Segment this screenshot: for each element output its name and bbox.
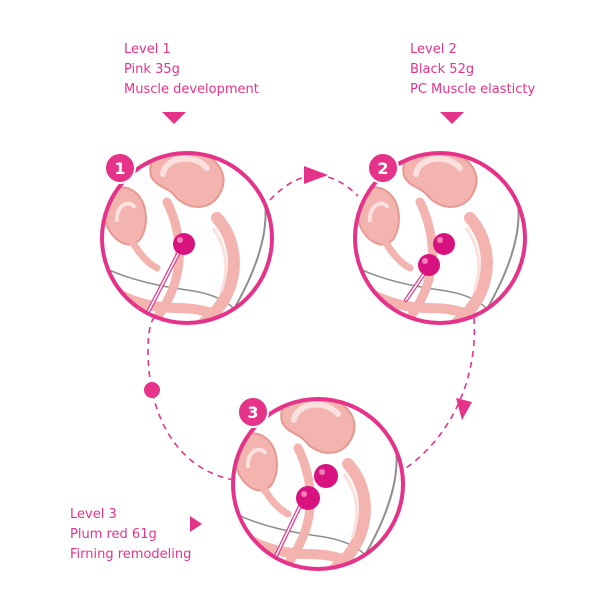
level-2-ball-upper [433,233,455,255]
level-2-badge [367,152,399,184]
level-3-detail: Plum red 61g [70,527,157,542]
arrow-right-icon [304,166,328,184]
level-3-frame [231,397,405,571]
connector-1-to-2 [269,174,359,201]
level-3-title: Level 3 [70,507,117,522]
level-1-badge [104,152,136,184]
level-1-detail: Pink 35g [124,62,180,77]
dot-marker-icon [144,382,160,398]
level-2-label: Level 2 Black 52g PC Muscle elasticty [410,40,535,100]
level-2-title: Level 2 [410,42,457,57]
level-3-badge-number: 3 [247,403,258,422]
level-3-ball-lower [296,486,320,510]
level-1-title: Level 1 [124,42,171,57]
level-2-panel: 2 [353,151,527,325]
level-2-detail: Black 52g [410,62,475,77]
level-2-pointer-icon [440,112,464,124]
level-3-badge [237,396,269,428]
level-1-pointer-icon [162,112,186,124]
cycle-connectors [147,174,476,481]
level-1-ball [173,233,195,255]
level-2-benefit: PC Muscle elasticty [410,82,536,97]
level-3-benefit: Firning remodeling [70,547,192,562]
level-3-panel: 3 [231,396,405,571]
level-1-badge-number: 1 [114,159,125,178]
level-1-panel: 1 [100,151,274,325]
connector-2-to-3 [399,317,476,473]
level-1-benefit: Muscle development [124,82,259,97]
level-3-label: Level 3 Plum red 61g Firning remodeling [70,505,191,565]
arrow-down-right-icon [456,398,472,420]
level-2-ball-lower [418,254,440,276]
level-3-pointer-icon [190,516,202,532]
level-1-label: Level 1 Pink 35g Muscle development [124,40,259,100]
level-3-ball-upper [314,464,338,488]
connector-3-to-1 [147,317,235,481]
level-2-badge-number: 2 [377,159,388,178]
level-1-frame [100,151,274,325]
level-2-frame [353,151,527,325]
